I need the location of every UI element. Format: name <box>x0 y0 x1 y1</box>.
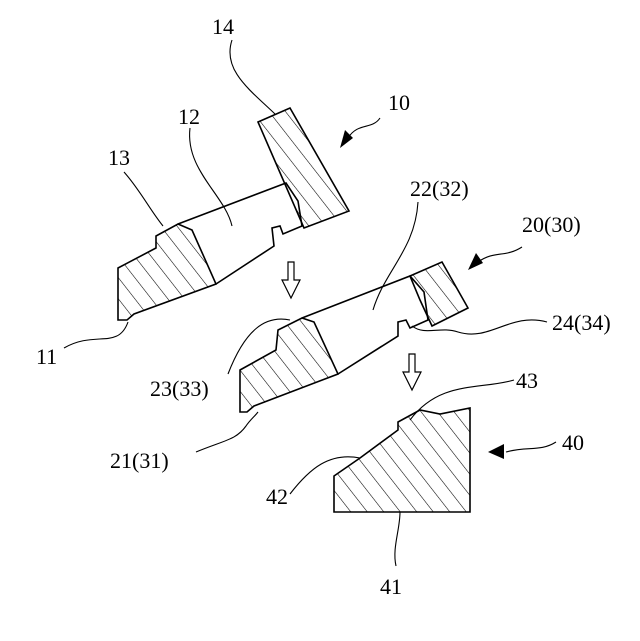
arrow-10-stem <box>347 117 381 139</box>
part-20-lower-block <box>239 317 340 413</box>
arrow-10-head <box>340 130 353 148</box>
part-10 <box>63 39 381 349</box>
label-22: 22(32) <box>410 176 469 201</box>
label-41: 41 <box>380 574 402 599</box>
leader-24 <box>411 319 548 335</box>
arrow-40-head <box>488 444 504 459</box>
leader-21 <box>195 411 259 453</box>
leader-13 <box>123 171 164 227</box>
leader-11 <box>63 321 129 349</box>
label-24: 24(34) <box>552 310 611 335</box>
process-arrow-2 <box>402 353 422 392</box>
leader-12 <box>189 127 233 227</box>
label-40: 40 <box>562 430 584 455</box>
label-21: 21(31) <box>110 448 169 473</box>
leader-22 <box>372 201 419 311</box>
leader-23 <box>227 318 291 375</box>
part-10-lower-block <box>117 223 218 321</box>
arrow-20-head <box>468 253 483 270</box>
leader-42 <box>289 456 361 495</box>
part-40-block <box>333 407 471 513</box>
leader-41 <box>394 511 401 567</box>
leader-14 <box>229 39 276 115</box>
label-20: 20(30) <box>522 212 581 237</box>
part-20 <box>195 201 548 453</box>
part-40 <box>289 379 557 567</box>
part-20-top-tab <box>408 260 470 328</box>
label-23: 23(33) <box>150 376 209 401</box>
label-11: 11 <box>36 344 57 369</box>
label-42: 42 <box>266 484 288 509</box>
process-arrow-2-shape <box>402 353 422 392</box>
label-12: 12 <box>178 104 200 129</box>
part-10-top-tab <box>256 106 351 230</box>
label-14: 14 <box>212 14 234 39</box>
leader-43 <box>409 379 515 421</box>
label-10: 10 <box>388 90 410 115</box>
arrow-40-stem <box>505 441 557 453</box>
process-arrow-1 <box>281 261 301 300</box>
process-arrow-1-shape <box>281 261 301 300</box>
label-13: 13 <box>108 145 130 170</box>
arrow-20-stem <box>477 246 523 263</box>
label-43: 43 <box>516 368 538 393</box>
